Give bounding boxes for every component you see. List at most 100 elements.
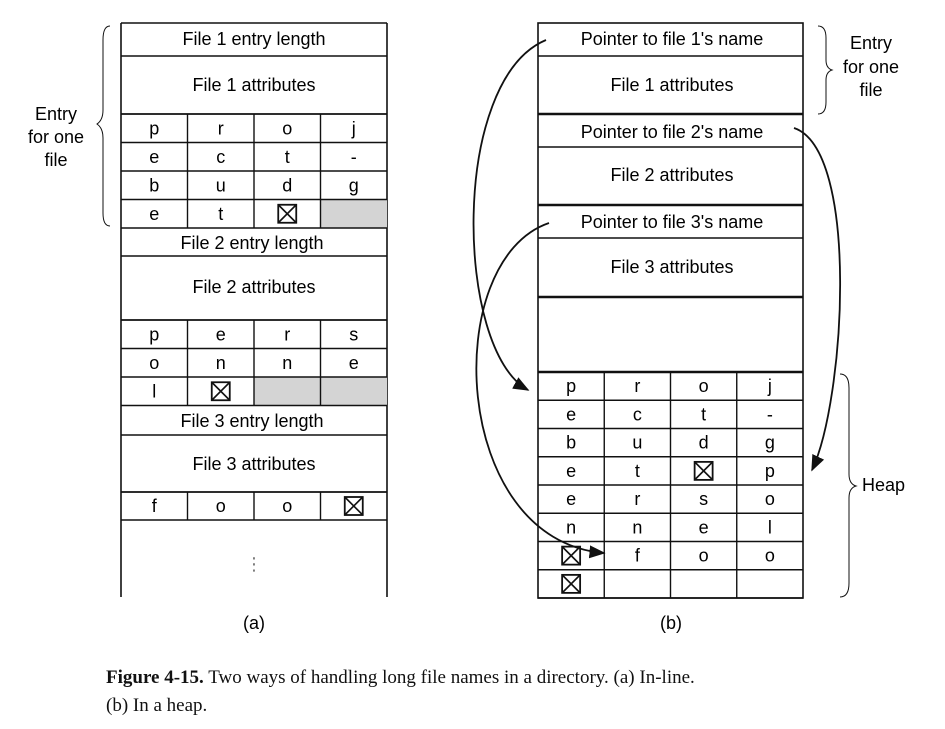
terminator-icon xyxy=(561,545,582,566)
name-char: - xyxy=(351,147,357,167)
name-char: n xyxy=(632,517,642,537)
name-char: p xyxy=(149,118,159,138)
name-char: r xyxy=(284,324,290,344)
name-char: o xyxy=(765,546,775,566)
padding-cell xyxy=(320,377,387,406)
file2-entry-length-row: File 2 entry length xyxy=(121,233,387,257)
brace-label-line-1: Entry xyxy=(35,104,77,124)
file2-attributes-text: File 2 attributes xyxy=(192,277,315,297)
name-char: r xyxy=(634,489,640,509)
name-char: o xyxy=(699,376,709,396)
padding-cell xyxy=(254,377,321,406)
file1-pointer-arrow xyxy=(472,39,547,391)
name-char: e xyxy=(349,353,359,373)
file3-attributes-row: File 3 attributes xyxy=(121,454,387,493)
name-char: b xyxy=(149,175,159,195)
name-char: u xyxy=(632,433,642,453)
name-char: s xyxy=(349,324,358,344)
name-char: j xyxy=(351,118,356,138)
name-char: j xyxy=(767,376,772,396)
terminator-icon xyxy=(561,573,582,594)
file3-entry-length-row: File 3 entry length xyxy=(121,411,387,436)
figure-caption: Figure 4-15. Two ways of handling long f… xyxy=(106,664,926,720)
name-char: o xyxy=(282,496,292,516)
entry-brace-b xyxy=(817,25,834,115)
name-char: o xyxy=(765,489,775,509)
name-char: g xyxy=(765,433,775,453)
caption-text: Two ways of handling long file names in … xyxy=(208,667,695,688)
name-char: g xyxy=(349,175,359,195)
continuation-ellipsis: ⋮ xyxy=(245,554,263,574)
name-char: n xyxy=(566,517,576,537)
name-char: t xyxy=(701,404,706,424)
file2-attributes-row: File 2 attributes xyxy=(121,277,387,321)
name-char: c xyxy=(216,147,225,167)
panel-a-inline: File 1 entry length File 1 attributes p r… xyxy=(28,22,388,633)
file3-entry-length-text: File 3 entry length xyxy=(180,411,323,431)
empty-cell xyxy=(604,570,670,598)
file1-attributes-text-b: File 1 attributes xyxy=(610,75,733,95)
name-char: e xyxy=(149,204,159,224)
brace-b-label-line-2: for one xyxy=(843,57,899,77)
file3-attributes-text: File 3 attributes xyxy=(192,454,315,474)
entry-brace-label-b: Entry for one file xyxy=(843,33,899,100)
brace-b-label-line-3: file xyxy=(859,80,882,100)
name-char: f xyxy=(152,496,158,516)
terminator-icon xyxy=(210,381,231,402)
name-char: o xyxy=(149,353,159,373)
panel-b-heap: Pointer to file 1's name File 1 attribut… xyxy=(472,22,905,633)
name-char: b xyxy=(566,433,576,453)
name-char: e xyxy=(699,517,709,537)
name-char: n xyxy=(282,353,292,373)
file3-attributes-text-b: File 3 attributes xyxy=(610,257,733,277)
name-char: t xyxy=(218,204,223,224)
name-char: p xyxy=(566,376,576,396)
file2-pointer-arrow xyxy=(793,127,842,472)
name-char: o xyxy=(282,118,292,138)
file2-entry-length-text: File 2 entry length xyxy=(180,233,323,253)
name-char: u xyxy=(216,175,226,195)
name-char: o xyxy=(216,496,226,516)
file1-entry-length-text: File 1 entry length xyxy=(182,29,325,49)
brace-label-line-2: for one xyxy=(28,127,84,147)
brace-b-label-line-1: Entry xyxy=(850,33,892,53)
name-char: d xyxy=(699,433,709,453)
name-char: c xyxy=(633,404,642,424)
terminator-icon xyxy=(693,460,714,481)
panel-a-label: (a) xyxy=(243,613,265,633)
name-char: t xyxy=(635,461,640,481)
file1-name-grid: p r o j e c t - b u d g e t xyxy=(121,113,387,229)
name-char: e xyxy=(566,489,576,509)
file1-attributes-row: File 1 attributes xyxy=(121,75,387,115)
name-char: d xyxy=(282,175,292,195)
name-char: r xyxy=(634,376,640,396)
terminator-icon xyxy=(343,496,364,516)
terminator-icon xyxy=(277,203,298,224)
name-char: s xyxy=(699,489,708,509)
name-char: e xyxy=(216,324,226,344)
name-char: t xyxy=(285,147,290,167)
name-char: p xyxy=(149,324,159,344)
name-char: e xyxy=(149,147,159,167)
name-char: l xyxy=(768,517,772,537)
caption-figure-label: Figure 4-15. xyxy=(106,667,204,688)
padding-cell xyxy=(320,199,387,228)
empty-cell xyxy=(737,570,803,598)
name-char: f xyxy=(635,546,641,566)
name-char: e xyxy=(566,461,576,481)
file3-pointer-arrow xyxy=(475,222,606,559)
file1-attributes-text: File 1 attributes xyxy=(192,75,315,95)
file1-entry-length-row: File 1 entry length xyxy=(121,29,387,57)
entry-brace-label-a: Entry for one file xyxy=(28,104,84,170)
file2-attributes-text-b: File 2 attributes xyxy=(610,165,733,185)
caption-text-line-2: (b) In a heap. xyxy=(106,695,208,716)
name-char: o xyxy=(699,546,709,566)
heap-brace xyxy=(839,373,858,598)
file1-pointer-text: Pointer to file 1's name xyxy=(581,29,764,49)
file2-pointer-text: Pointer to file 2's name xyxy=(581,122,764,142)
empty-cell xyxy=(671,570,737,598)
name-char: r xyxy=(218,118,224,138)
